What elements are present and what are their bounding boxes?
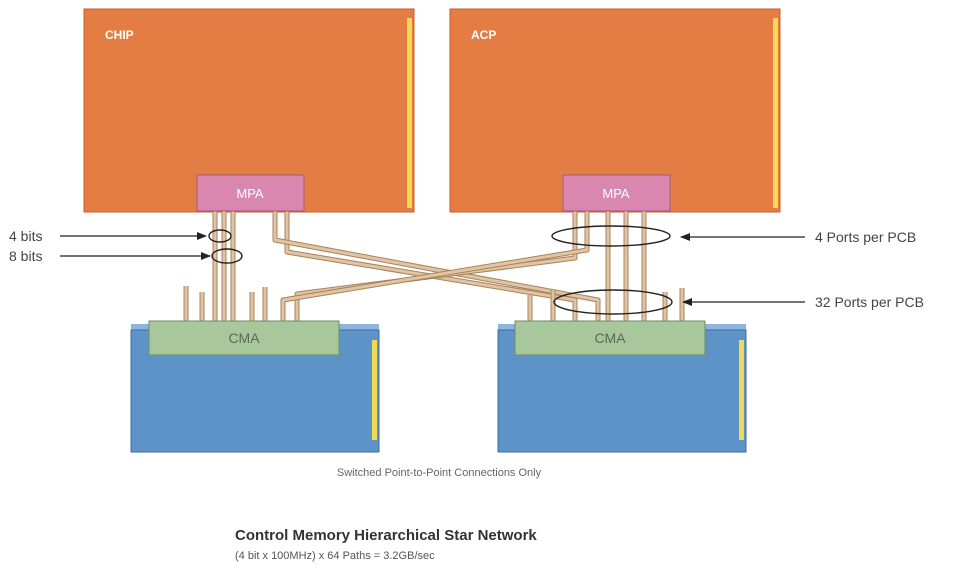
mpa-left-box bbox=[196, 174, 305, 212]
wire-cross-2-outline bbox=[272, 211, 601, 321]
caption-title: Control Memory Hierarchical Star Network bbox=[235, 527, 537, 544]
wire-cross-3 bbox=[295, 211, 577, 321]
mpa-right-label: MPA bbox=[602, 186, 630, 201]
bits8-ring bbox=[211, 248, 243, 264]
wire-cross-4 bbox=[281, 211, 589, 321]
cma-left-box bbox=[148, 320, 340, 356]
mpa-block-right: MPA bbox=[562, 174, 671, 212]
cma-left-label: CMA bbox=[228, 330, 260, 346]
bits8-label: 8 bits bbox=[9, 248, 42, 264]
wire-cross-4-outline bbox=[280, 211, 590, 321]
wire-cross-3-outline bbox=[294, 211, 578, 321]
switched-note: Switched Point-to-Point Connections Only bbox=[337, 467, 542, 479]
bits4-ring bbox=[208, 229, 232, 243]
ports4-label: 4 Ports per PCB bbox=[815, 229, 916, 245]
chip-left-accent bbox=[407, 18, 412, 208]
cma-block-right: CMA bbox=[514, 320, 706, 356]
cma-right-box bbox=[514, 320, 706, 356]
mpa-left-label: MPA bbox=[236, 186, 264, 201]
chip-left-label: CHIP bbox=[105, 28, 134, 42]
ports32-label: 32 Ports per PCB bbox=[815, 294, 924, 310]
mpa-right-box bbox=[562, 174, 671, 212]
cma-right-label: CMA bbox=[594, 330, 626, 346]
chip-right-label: ACP bbox=[471, 28, 496, 42]
chip-right-accent bbox=[773, 18, 778, 208]
mpa-block-left: MPA bbox=[196, 174, 305, 212]
ports32-ring bbox=[553, 289, 673, 315]
board-right-accent bbox=[739, 340, 744, 440]
cma-block-left: CMA bbox=[148, 320, 340, 356]
bits4-label: 4 bits bbox=[9, 228, 42, 244]
wire-cross-2 bbox=[273, 211, 600, 321]
caption-formula: (4 bit x 100MHz) x 64 Paths = 3.2GB/sec bbox=[235, 550, 435, 562]
wire-bundle bbox=[183, 211, 685, 321]
board-left-accent bbox=[372, 340, 377, 440]
ports4-ring bbox=[551, 225, 671, 247]
